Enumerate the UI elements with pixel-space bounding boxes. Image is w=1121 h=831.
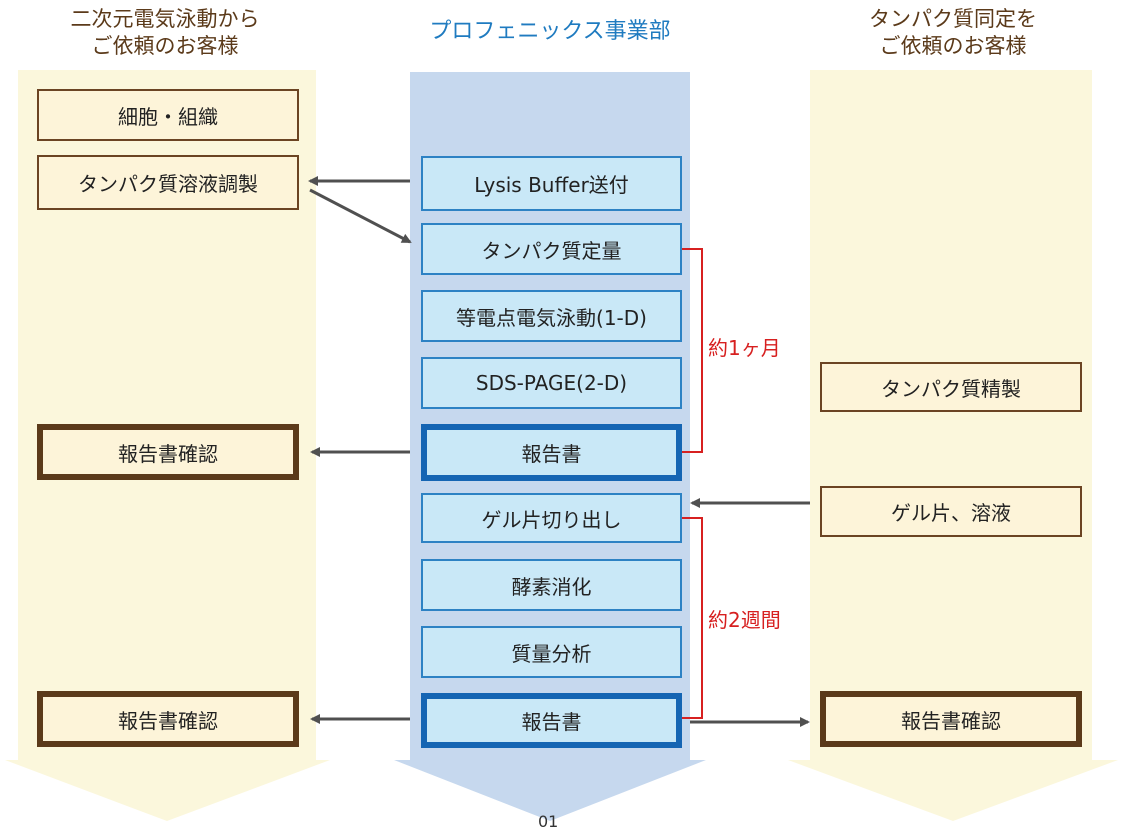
arrow-prep-to-quant bbox=[309, 188, 412, 244]
box-mass-analysis: 質量分析 bbox=[421, 626, 682, 678]
box-protein-quant: タンパク質定量 bbox=[421, 223, 682, 275]
duration-1-month: 約1ヶ月 bbox=[708, 336, 781, 360]
box-enzyme-digest: 酵素消化 bbox=[421, 559, 682, 611]
box-gel-solution: ゲル片、溶液 bbox=[820, 486, 1082, 537]
right-title-line2: ご依頼のお客様 bbox=[879, 34, 1027, 58]
box-lysis-buffer: Lysis Buffer送付 bbox=[421, 156, 682, 211]
page-number: 01 bbox=[538, 812, 559, 831]
box-report-confirm-right: 報告書確認 bbox=[820, 691, 1082, 747]
box-sds-page: SDS-PAGE(2-D) bbox=[421, 357, 682, 409]
box-report-2: 報告書 bbox=[421, 693, 682, 748]
box-report-1: 報告書 bbox=[421, 424, 682, 481]
box-cells-tissue: 細胞・組織 bbox=[37, 89, 299, 141]
right-title-line1: タンパク質同定を bbox=[869, 7, 1037, 31]
box-protein-purify: タンパク質精製 bbox=[820, 362, 1082, 412]
box-report-confirm-2: 報告書確認 bbox=[37, 691, 299, 747]
right-column-title: タンパク質同定を ご依頼のお客様 bbox=[808, 6, 1098, 60]
center-column-title: プロフェニックス事業部 bbox=[429, 19, 671, 44]
box-report-confirm-1: 報告書確認 bbox=[37, 424, 299, 480]
bracket-2-weeks bbox=[682, 517, 703, 719]
box-gel-cut: ゲル片切り出し bbox=[421, 493, 682, 543]
bracket-1-month bbox=[682, 248, 703, 453]
left-column-title: 二次元電気泳動から ご依頼のお客様 bbox=[20, 6, 310, 60]
left-title-line1: 二次元電気泳動から bbox=[70, 7, 260, 31]
duration-2-weeks: 約2週間 bbox=[708, 608, 781, 632]
right-column-band bbox=[788, 70, 1118, 821]
box-ief: 等電点電気泳動(1-D) bbox=[421, 290, 682, 342]
box-protein-prep: タンパク質溶液調製 bbox=[37, 155, 299, 210]
left-title-line2: ご依頼のお客様 bbox=[91, 34, 239, 58]
